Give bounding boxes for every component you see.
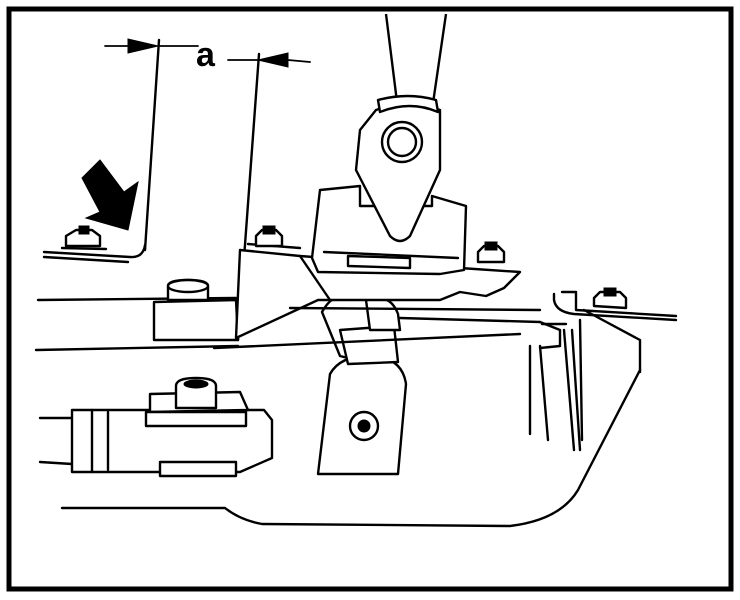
left-bracket [42, 225, 147, 264]
shift-rod [70, 376, 274, 478]
dimension-a: a [104, 36, 311, 342]
shift-lever [354, 13, 448, 243]
arrow-indicator-icon [81, 159, 139, 231]
right-bracket [528, 287, 678, 452]
dimension-label: a [196, 36, 216, 74]
mount-block [152, 278, 240, 342]
selector-lever [316, 293, 408, 476]
